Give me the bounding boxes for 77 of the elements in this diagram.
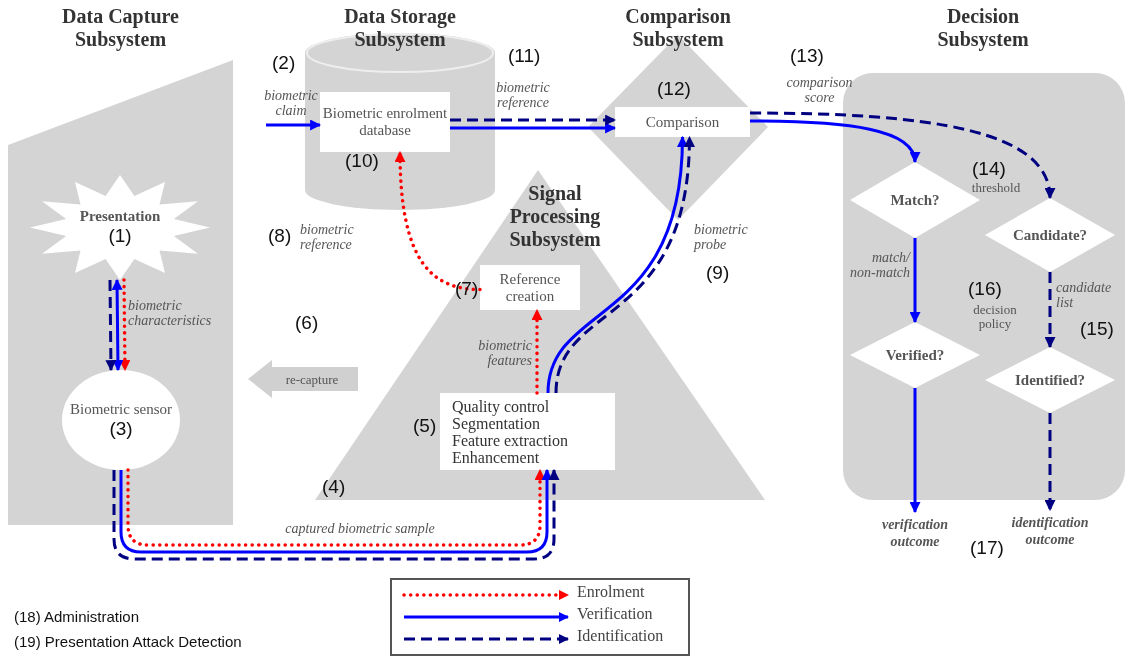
block-arrow xyxy=(248,360,358,398)
process-box xyxy=(480,265,580,310)
node-label: Match? xyxy=(890,191,940,209)
arrow xyxy=(105,280,117,372)
legend-label: Identification xyxy=(577,627,664,645)
process-box xyxy=(615,107,750,137)
callout-number: (10) xyxy=(345,150,379,172)
subsystem-heading: Data Capture Subsystem xyxy=(61,5,180,51)
node-label: Biometric enrolment database xyxy=(321,105,449,139)
node-label: Comparison xyxy=(645,113,720,131)
callout-number: (7) xyxy=(455,278,479,300)
arrow xyxy=(909,238,921,324)
legend-label: Enrolment xyxy=(577,583,645,601)
edge-label: biometric probe xyxy=(694,222,749,252)
edge-label: match/ non-match xyxy=(849,250,910,280)
callout-number: (8) xyxy=(268,225,292,247)
legend-label: Verification xyxy=(577,605,653,623)
node-label: identification outcome xyxy=(1010,514,1090,548)
node-label: re-capture xyxy=(284,370,339,388)
subsystem-heading: Data Storage Subsystem xyxy=(343,5,457,51)
arrow xyxy=(1044,413,1056,512)
decision-diamond xyxy=(985,198,1115,272)
arrow xyxy=(450,114,617,126)
subsystem-heading: Signal Processing Subsystem xyxy=(508,182,602,251)
edge-label: captured biometric sample xyxy=(284,521,436,536)
arrow xyxy=(394,150,482,292)
callout-number: (15) xyxy=(1080,318,1114,340)
callout-number: (12) xyxy=(657,78,691,100)
node-label: Verified? xyxy=(885,346,945,364)
subsystem-heading: Comparison Subsystem xyxy=(624,5,732,51)
edge-label: biometric reference xyxy=(300,222,355,252)
arrow xyxy=(111,278,124,372)
edge-label: biometric reference xyxy=(495,80,551,110)
edge-label: biometric claim xyxy=(263,88,319,118)
callout-number: (5) xyxy=(413,415,437,437)
arrow xyxy=(119,278,131,372)
annotation-text: decision policy xyxy=(972,303,1018,331)
node-label: Quality control xyxy=(452,397,550,415)
decision-diamond xyxy=(850,322,980,388)
node-label: Candidate? xyxy=(1012,226,1088,244)
arrow xyxy=(531,308,543,395)
node-label: Reference creation xyxy=(498,270,562,305)
callout-number: (4) xyxy=(322,476,346,498)
decision-diamond xyxy=(985,347,1115,413)
callout-number: (13) xyxy=(790,45,824,67)
starburst-shape xyxy=(30,175,210,280)
arrow xyxy=(450,122,617,134)
footnote-text: (18) Administration xyxy=(14,608,140,625)
process-box xyxy=(320,92,450,152)
callout-number: (17) xyxy=(970,537,1004,559)
edge-label: biometric features xyxy=(477,338,532,368)
callout-number: (14) xyxy=(972,158,1006,180)
callout-number: (2) xyxy=(272,52,296,74)
arrow xyxy=(909,388,921,514)
node-label: Biometric sensor xyxy=(69,400,173,418)
callout-number: (11) xyxy=(508,45,541,67)
arrow xyxy=(750,111,1054,200)
node-label: Presentation xyxy=(79,208,161,225)
arrow xyxy=(750,119,919,164)
node-label: Identified? xyxy=(1015,371,1085,389)
process-box xyxy=(440,393,615,470)
callout-number: (16) xyxy=(968,278,1002,300)
node-label: verification outcome xyxy=(880,516,950,550)
edge-label: candidate list xyxy=(1056,280,1113,310)
edge-label: biometric characteristics xyxy=(128,298,213,328)
footnote-text: (19) Presentation Attack Detection xyxy=(14,633,242,650)
subsystem-heading: Decision Subsystem xyxy=(936,5,1030,51)
edge-label: comparison score xyxy=(785,75,854,105)
callout-number: (3) xyxy=(109,417,133,440)
arrow xyxy=(1044,272,1056,349)
callout-number: (9) xyxy=(706,262,730,284)
annotation-text: threshold xyxy=(970,181,1022,195)
arrow xyxy=(266,119,322,131)
callout-number: (6) xyxy=(295,312,319,334)
ellipse-node xyxy=(62,370,180,470)
node-label: Enhancement xyxy=(452,448,540,466)
callout-number: (1) xyxy=(108,225,132,247)
